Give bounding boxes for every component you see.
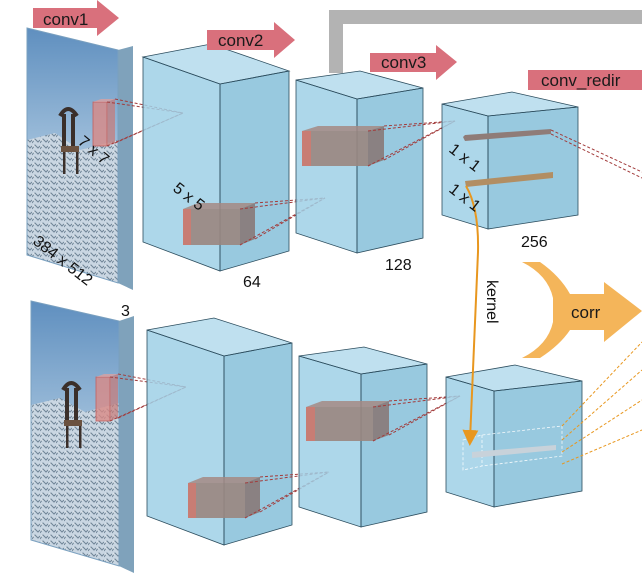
input-channels-label: 3 [121,303,130,320]
conv3-label: conv3 [381,53,426,72]
chair-icon [61,381,82,448]
conv2-label: conv2 [218,31,263,50]
kernel-arrow [462,185,480,446]
channels-64-label: 64 [243,274,261,291]
feature-block-128-top [295,70,424,254]
skip-connection [329,10,642,73]
input-image-top [26,27,133,290]
feature-block-64-bottom [146,317,293,546]
chair-icon [58,107,79,174]
channels-128-label: 128 [385,257,412,274]
feature-block-64-top [141,43,291,272]
feature-block-256-bottom [445,364,583,508]
filter-patch [95,376,111,422]
feature-block-128-bottom [298,346,428,528]
conv1-arrow [33,0,119,36]
channels-256-label: 256 [521,234,548,251]
feature-block-256-top [441,91,579,230]
conv1-label: conv1 [43,10,88,29]
conv-redir-label: conv_redir [541,71,621,90]
conv-redir-arrow [528,70,642,90]
filter-patch [92,101,108,147]
input-image-bottom [30,300,134,573]
conv2-arrow [207,22,295,58]
corr-label: corr [571,303,601,322]
corr-arrow [522,262,642,358]
conv3-arrow [370,45,457,80]
kernel-label: kernel [483,280,500,324]
